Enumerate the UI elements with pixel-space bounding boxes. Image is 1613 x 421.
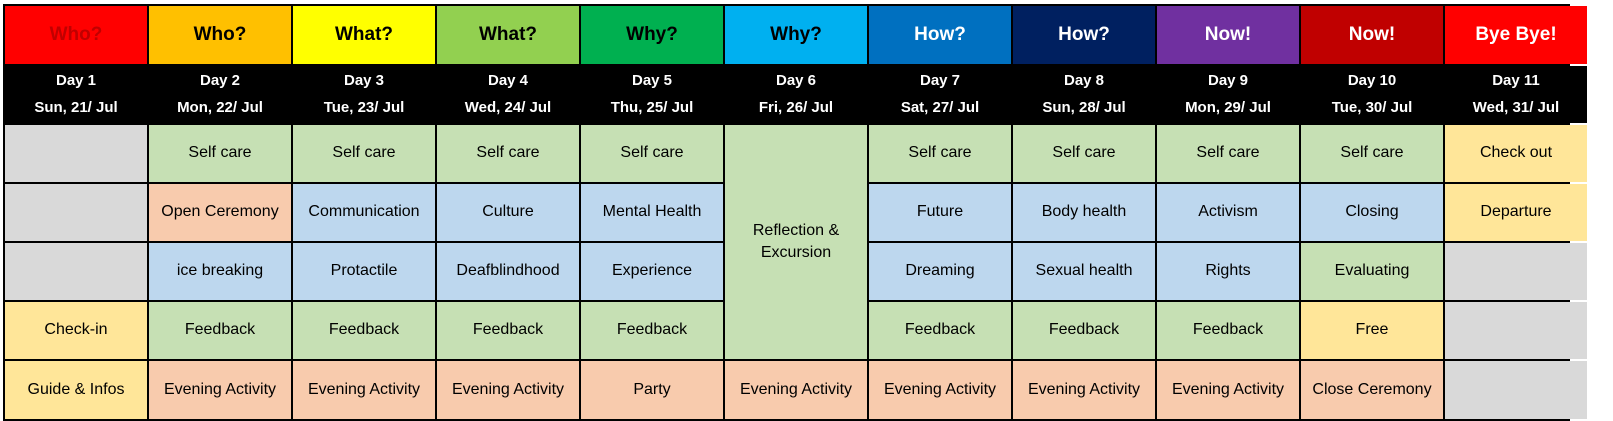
schedule-cell: Evening Activity [725,361,867,419]
schedule-cell: Feedback [1157,302,1299,359]
schedule-cell: Feedback [1013,302,1155,359]
day-number: Day 1 [55,72,97,90]
day-cell-6: Day 6 Fri, 26/ Jul [725,66,867,123]
schedule-cell: Feedback [437,302,579,359]
schedule-cell: Evening Activity [1157,361,1299,419]
header-cell-7: How? [869,6,1011,64]
header-cell-10: Now! [1301,6,1443,64]
header-cell-2: Who? [149,6,291,64]
header-cell-5: Why? [581,6,723,64]
schedule-cell: Closing [1301,184,1443,241]
schedule-cell: Departure [1445,184,1587,241]
schedule-cell: Future [869,184,1011,241]
day-cell-2: Day 2 Mon, 22/ Jul [149,66,291,123]
schedule-cell: Free [1301,302,1443,359]
day-date: Tue, 30/ Jul [1331,98,1413,116]
schedule-cell: Self care [1301,125,1443,182]
day-cell-3: Day 3 Tue, 23/ Jul [293,66,435,123]
schedule-cell [5,125,147,182]
schedule-cell: Experience [581,243,723,300]
day-cell-1: Day 1 Sun, 21/ Jul [5,66,147,123]
day-date: Fri, 26/ Jul [758,98,834,116]
day-number: Day 6 [775,72,817,90]
schedule-cell: Mental Health [581,184,723,241]
schedule-cell: Protactile [293,243,435,300]
schedule-cell: Body health [1013,184,1155,241]
header-cell-8: How? [1013,6,1155,64]
schedule-cell: Self care [869,125,1011,182]
schedule-cell: Evaluating [1301,243,1443,300]
header-cell-1: Who? [5,6,147,64]
day-cell-11: Day 11 Wed, 31/ Jul [1445,66,1587,123]
day-date: Sat, 27/ Jul [900,98,980,116]
day-number: Day 11 [1492,72,1540,90]
schedule-cell: Self care [1013,125,1155,182]
schedule-cell: Feedback [149,302,291,359]
header-cell-6: Why? [725,6,867,64]
schedule-cell: Evening Activity [437,361,579,419]
day-date: Thu, 25/ Jul [610,98,694,116]
schedule-cell: Check-in [5,302,147,359]
schedule-cell: Sexual health [1013,243,1155,300]
day-date: Wed, 24/ Jul [464,98,552,116]
day-date: Mon, 29/ Jul [1185,98,1271,116]
schedule-cell: Open Ceremony [149,184,291,241]
header-cell-3: What? [293,6,435,64]
day-number: Day 5 [631,72,673,90]
schedule-cell [1445,243,1587,300]
schedule-cell: Communication [293,184,435,241]
header-cell-11: Bye Bye! [1445,6,1587,64]
schedule-cell: Feedback [293,302,435,359]
schedule-cell: Guide & Infos [5,361,147,419]
day-number: Day 2 [199,72,241,90]
day-cell-5: Day 5 Thu, 25/ Jul [581,66,723,123]
schedule-cell: Culture [437,184,579,241]
day-number: Day 3 [343,72,385,90]
day-number: Day 4 [487,72,529,90]
schedule-cell: Evening Activity [869,361,1011,419]
schedule-cell: Dreaming [869,243,1011,300]
schedule-cell: Self care [293,125,435,182]
schedule-cell: Close Ceremony [1301,361,1443,419]
day-cell-7: Day 7 Sat, 27/ Jul [869,66,1011,123]
schedule-cell: Rights [1157,243,1299,300]
day-cell-4: Day 4 Wed, 24/ Jul [437,66,579,123]
schedule-cell: Self care [437,125,579,182]
day-number: Day 10 [1347,72,1397,90]
schedule-cell: Evening Activity [293,361,435,419]
day-date: Sun, 21/ Jul [34,98,118,116]
day-number: Day 9 [1207,72,1249,90]
schedule-cell: Evening Activity [1013,361,1155,419]
schedule-cell: Feedback [869,302,1011,359]
schedule-cell: Self care [149,125,291,182]
header-cell-9: Now! [1157,6,1299,64]
day-cell-8: Day 8 Sun, 28/ Jul [1013,66,1155,123]
day-date: Sun, 28/ Jul [1042,98,1126,116]
schedule-cell: Activism [1157,184,1299,241]
schedule-cell: ice breaking [149,243,291,300]
day-cell-9: Day 9 Mon, 29/ Jul [1157,66,1299,123]
schedule-cell [5,243,147,300]
header-cell-4: What? [437,6,579,64]
schedule-cell: Evening Activity [149,361,291,419]
schedule-cell [1445,302,1587,359]
day-date: Tue, 23/ Jul [323,98,405,116]
day-number: Day 8 [1063,72,1105,90]
day-date: Wed, 31/ Jul [1472,98,1560,116]
schedule-cell: Feedback [581,302,723,359]
schedule-cell: Party [581,361,723,419]
schedule-cell: Self care [1157,125,1299,182]
schedule-cell-merged: Reflection & Excursion [725,125,867,359]
schedule-table: Who? Who? What? What? Why? Why? How? How… [3,4,1587,421]
schedule-cell: Self care [581,125,723,182]
day-cell-10: Day 10 Tue, 30/ Jul [1301,66,1443,123]
day-number: Day 7 [919,72,961,90]
schedule-cell [5,184,147,241]
schedule-cell: Check out [1445,125,1587,182]
day-date: Mon, 22/ Jul [177,98,263,116]
schedule-cell [1445,361,1587,419]
schedule-cell: Deafblindhood [437,243,579,300]
